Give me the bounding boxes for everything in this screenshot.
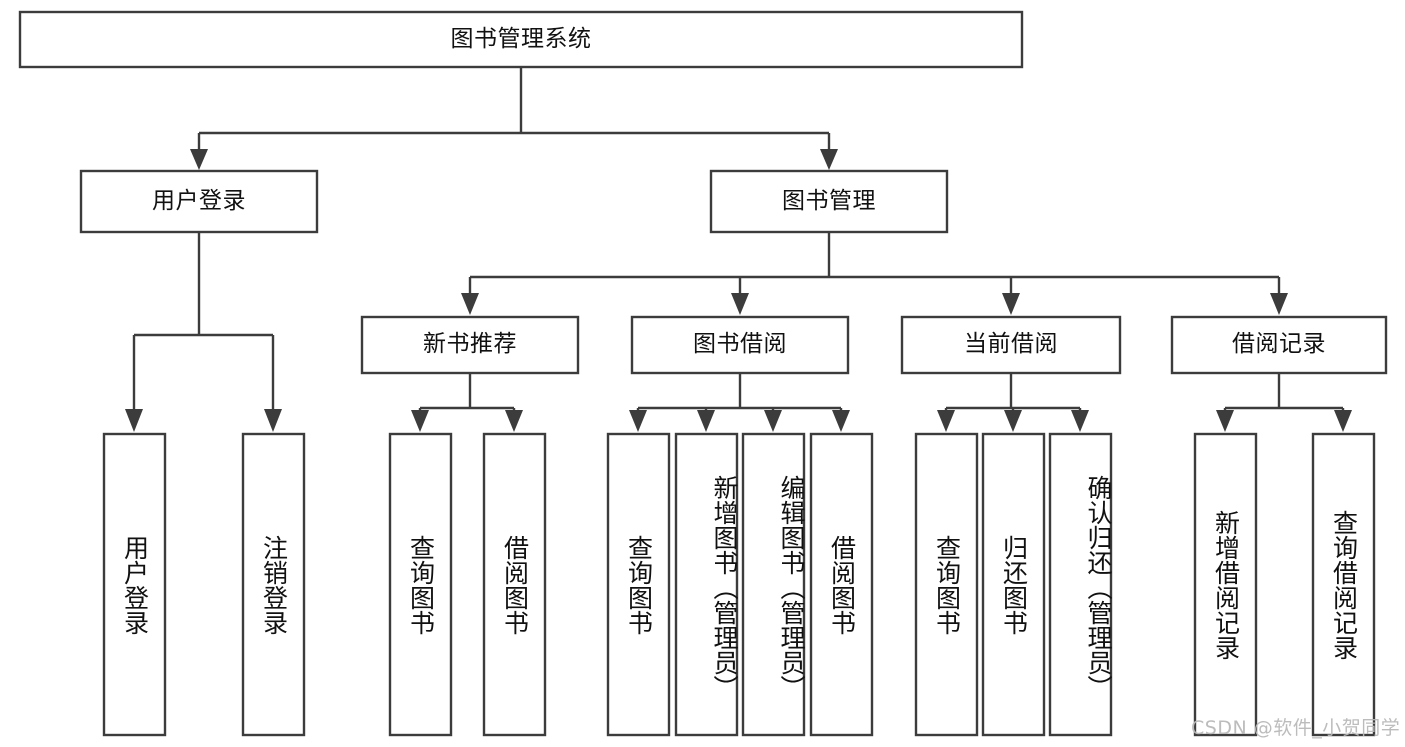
arrowhead-to-add-book-admin [697,410,715,432]
leaf-box-edit-book-admin[interactable] [741,432,806,737]
leaf-box-borrow-book-rec[interactable] [482,432,547,737]
leaf-box-borrow-book[interactable] [809,432,874,737]
arrowhead-to-query-book-current [937,410,955,432]
arrowhead-to-borrow-book-rec [505,410,523,432]
leaf-box-logout[interactable] [241,432,306,737]
leaf-box-confirm-return-admin[interactable] [1048,432,1113,737]
connector-root-trunk [197,67,831,152]
leaf-box-add-borrow-record[interactable] [1193,432,1258,737]
connector-user-login-trunk [132,232,275,412]
node-box-borrow-record[interactable] [1170,315,1388,375]
leaf-box-user-login[interactable] [102,432,167,737]
arrowhead-to-confirm-return-admin [1071,410,1089,432]
arrowhead-to-borrow-book [832,410,850,432]
arrowhead-to-user-login [190,149,208,170]
node-box-root[interactable] [18,10,1024,69]
leaf-box-query-borrow-record[interactable] [1311,432,1376,737]
leaf-box-query-book-borrow[interactable] [606,432,671,737]
node-box-user-login[interactable] [79,169,319,234]
connector-book-management-trunk [468,232,1281,296]
arrowhead-to-query-borrow-record [1334,410,1352,432]
connector-current-borrow-trunk [944,373,1082,414]
node-box-new-book-recommend[interactable] [360,315,580,375]
arrowhead-to-logout-leaf [264,409,282,432]
arrowhead-to-current-borrow [1002,293,1020,315]
arrowhead-to-new-book-recommend [461,293,479,315]
arrowhead-to-user-login-leaf [125,409,143,432]
leaf-box-query-book-current[interactable] [914,432,979,737]
leaf-box-query-book-rec[interactable] [388,432,453,737]
arrowhead-to-return-book [1004,410,1022,432]
connector-book-borrow-trunk [636,373,843,414]
leaf-box-return-book[interactable] [981,432,1046,737]
node-box-book-borrow[interactable] [630,315,850,375]
arrowhead-to-borrow-record [1270,293,1288,315]
connector-borrow-record-trunk [1223,373,1345,414]
arrowhead-to-query-book-borrow [629,410,647,432]
arrowhead-to-book-management [820,149,838,170]
connector-new-book-recommend-trunk [418,373,516,414]
node-box-current-borrow[interactable] [900,315,1122,375]
arrowhead-to-book-borrow [731,293,749,315]
watermark-label: CSDN @软件_小贺同学 [1191,717,1401,739]
arrowhead-to-query-book-rec [411,410,429,432]
arrowhead-to-add-borrow-record [1216,410,1234,432]
node-box-book-management[interactable] [709,169,949,234]
leaf-box-add-book-admin[interactable] [674,432,739,737]
arrowhead-to-edit-book-admin [764,410,782,432]
